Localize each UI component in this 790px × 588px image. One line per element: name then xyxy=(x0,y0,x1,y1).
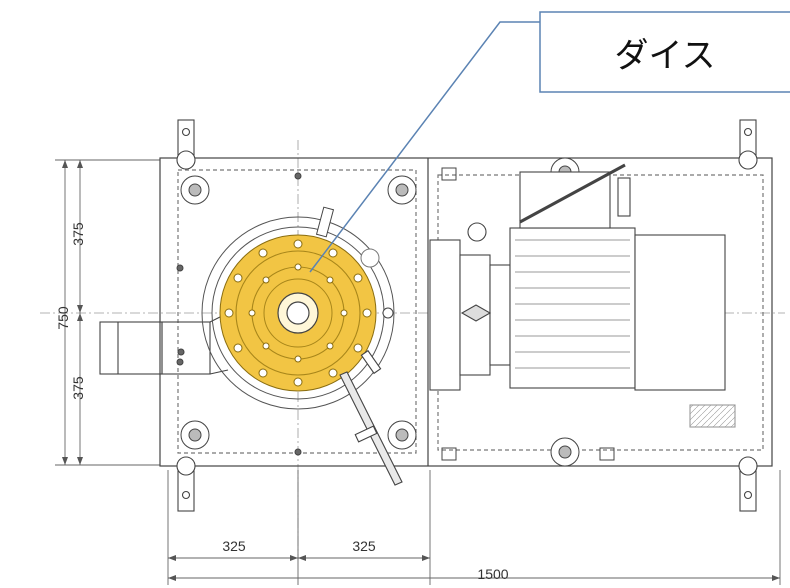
dim-height-total: 750 xyxy=(55,306,71,330)
dim-width-right: 325 xyxy=(352,538,376,554)
dim-height-bottom: 375 xyxy=(70,376,86,400)
dimension-arrows xyxy=(62,160,780,581)
lever-handle xyxy=(339,349,403,486)
callout-label: ダイス xyxy=(614,35,716,76)
callout xyxy=(309,11,790,273)
motor xyxy=(429,163,736,428)
dim-width-total: 1500 xyxy=(477,566,509,582)
discharge-chute xyxy=(99,312,229,375)
callout-leader xyxy=(309,21,540,273)
die-assembly xyxy=(201,206,395,410)
mounting-feet xyxy=(176,119,758,512)
dim-height-top: 375 xyxy=(70,222,86,246)
dim-width-left: 325 xyxy=(222,538,246,554)
callout-box xyxy=(539,11,790,93)
